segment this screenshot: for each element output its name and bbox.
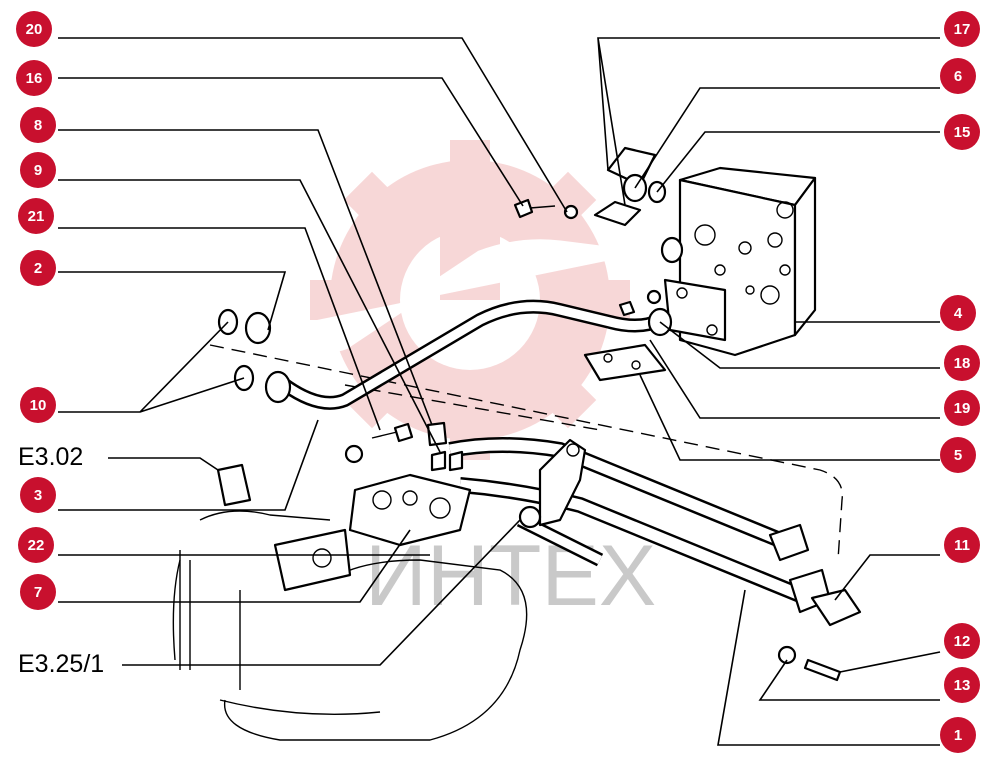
callout-9-label: 9 [34, 162, 42, 179]
callout-3[interactable]: 3 [20, 477, 56, 513]
callout-15-label: 15 [954, 124, 971, 141]
callout-22[interactable]: 22 [18, 527, 54, 563]
callout-4-label: 4 [954, 305, 963, 322]
callout-8[interactable]: 8 [20, 107, 56, 143]
callout-20[interactable]: 20 [16, 11, 52, 47]
reference-e302: E3.02 [18, 443, 83, 471]
callout-21[interactable]: 21 [18, 198, 54, 234]
pipe-clamps [768, 523, 862, 682]
callout-12-label: 12 [954, 633, 971, 650]
callout-19[interactable]: 19 [944, 390, 980, 426]
callout-17-label: 17 [954, 21, 971, 38]
callout-2-label: 2 [34, 260, 42, 277]
leader-lines [58, 37, 941, 746]
callout-11-label: 11 [954, 537, 970, 554]
fitting-e302 [216, 463, 252, 507]
callout-1[interactable]: 1 [940, 717, 976, 753]
callout-7-label: 7 [34, 584, 42, 601]
machine-outline [172, 344, 844, 741]
pipe-bracket [518, 438, 587, 529]
valve-body [273, 473, 472, 592]
callout-9[interactable]: 9 [20, 152, 56, 188]
callout-5-label: 5 [954, 447, 962, 464]
callout-13[interactable]: 13 [944, 667, 980, 703]
callout-18-label: 18 [954, 355, 971, 372]
callout-19-label: 19 [954, 400, 971, 417]
callout-6-label: 6 [954, 68, 962, 85]
callout-5[interactable]: 5 [940, 437, 976, 473]
hardware-bolts [344, 198, 662, 472]
callout-18[interactable]: 18 [944, 345, 980, 381]
callout-2[interactable]: 2 [20, 250, 56, 286]
callout-16-label: 16 [26, 70, 43, 87]
watermark-gear-logo [310, 140, 630, 460]
hydraulic-pipes [217, 236, 684, 410]
callout-13-label: 13 [954, 677, 971, 694]
callout-17[interactable]: 17 [944, 11, 980, 47]
callout-1-label: 1 [954, 727, 962, 744]
callout-12[interactable]: 12 [944, 623, 980, 659]
callout-6[interactable]: 6 [940, 58, 976, 94]
callout-22-label: 22 [28, 537, 45, 554]
callout-3-label: 3 [34, 487, 42, 504]
callout-10-label: 10 [30, 397, 47, 414]
reference-e3-25-1: E3.25/1 [18, 650, 104, 678]
callout-20-label: 20 [26, 21, 43, 38]
lower-pipes [448, 437, 804, 603]
callout-21-label: 21 [28, 208, 45, 225]
callout-15[interactable]: 15 [944, 114, 980, 150]
callout-16[interactable]: 16 [16, 60, 52, 96]
callout-11[interactable]: 11 [944, 527, 980, 563]
upper-clamp [593, 146, 667, 227]
callout-8-label: 8 [34, 117, 42, 134]
callout-4[interactable]: 4 [940, 295, 976, 331]
callout-10[interactable]: 10 [20, 387, 56, 423]
callout-7[interactable]: 7 [20, 574, 56, 610]
